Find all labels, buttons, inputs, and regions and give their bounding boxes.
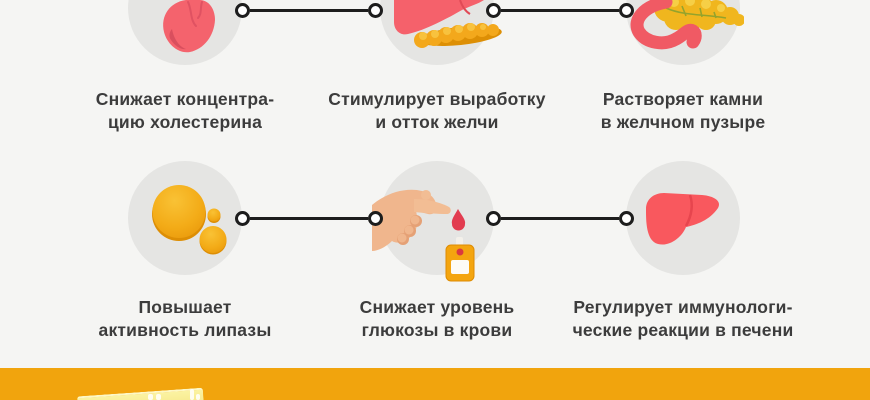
connector-ring-icon — [368, 2, 383, 18]
label-line: активность липазы — [98, 320, 272, 340]
feature-circle-cholesterol — [128, 0, 242, 65]
pancreas-duodenum-icon — [630, 0, 744, 50]
liver-icon — [646, 193, 720, 245]
feature-circle-lipase — [128, 161, 242, 275]
label-line: глюкозы в крови — [361, 320, 513, 340]
feature-circle-bile — [380, 0, 502, 65]
footer-bar — [0, 368, 870, 400]
heart-icon — [163, 0, 215, 53]
feature-label-glucose: Снижает уровень глюкозы в крови — [307, 296, 567, 342]
medicine-package-icon — [77, 387, 205, 400]
feature-label-immunity: Регулирует иммунологи- ческие реакции в … — [553, 296, 813, 342]
label-line: Растворяет камни — [602, 89, 764, 109]
fat-droplets-icon — [152, 185, 227, 255]
feature-label-bile: Стимулирует выработку и отток желчи — [307, 88, 567, 134]
feature-label-cholesterol: Снижает концентра- цию холестерина — [55, 88, 315, 134]
feature-label-lipase: Повышает активность липазы — [55, 296, 315, 342]
clipped-footer-text-mark — [148, 394, 153, 400]
connector-line — [235, 210, 383, 226]
label-line: в желчном пузыре — [600, 112, 766, 132]
hand-blood-test-icon — [372, 189, 475, 282]
label-line: Снижает уровень — [359, 297, 515, 317]
connector-line — [235, 2, 383, 18]
connector-ring-icon — [619, 210, 634, 226]
label-line: ческие реакции в печени — [572, 320, 794, 340]
connector-line — [486, 210, 634, 226]
label-line: Регулирует иммунологи- — [573, 297, 793, 317]
liver-pancreas-icon — [394, 0, 502, 48]
label-line: Стимулирует выработку — [328, 89, 546, 109]
clipped-footer-text-mark — [190, 389, 194, 400]
connector-ring-icon — [486, 2, 501, 18]
feature-circle-gallstones — [626, 0, 744, 65]
connector-ring-icon — [235, 2, 250, 18]
feature-circle-glucose — [372, 161, 494, 282]
connector-line — [486, 2, 634, 18]
clipped-footer-text-mark — [156, 394, 161, 400]
label-line: Повышает — [138, 297, 232, 317]
connector-ring-icon — [368, 210, 383, 226]
connector-ring-icon — [619, 2, 634, 18]
label-line: цию холестерина — [107, 112, 263, 132]
feature-circle-immunity — [626, 161, 740, 275]
label-line: и отток желчи — [375, 112, 499, 132]
feature-label-gallstones: Растворяет камни в желчном пузыре — [553, 88, 813, 134]
connector-ring-icon — [235, 210, 250, 226]
connector-ring-icon — [486, 210, 501, 226]
label-line: Снижает концентра- — [95, 89, 275, 109]
clipped-footer-text-mark — [196, 394, 200, 400]
